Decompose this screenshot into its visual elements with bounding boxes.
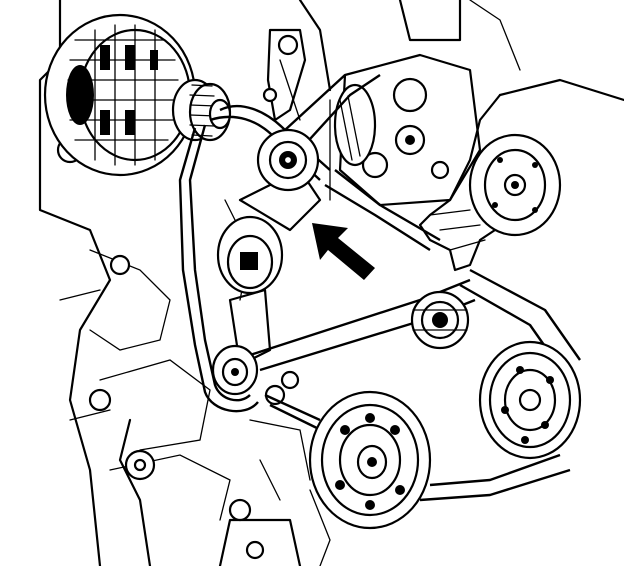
power-steering-pump (333, 53, 482, 207)
hand (418, 78, 624, 272)
ac-compressor-pulley (478, 340, 582, 460)
tensioner-pulley (216, 215, 284, 367)
alternator (43, 13, 232, 177)
arrow-icon (312, 223, 375, 280)
crankshaft-pulley (308, 390, 432, 530)
right-idler-pulley (410, 290, 470, 350)
drive-belt (178, 74, 581, 502)
water-pump-pulley (468, 133, 562, 237)
lower-idler-pulley (211, 344, 259, 396)
upper-idler-pulley (256, 128, 320, 192)
